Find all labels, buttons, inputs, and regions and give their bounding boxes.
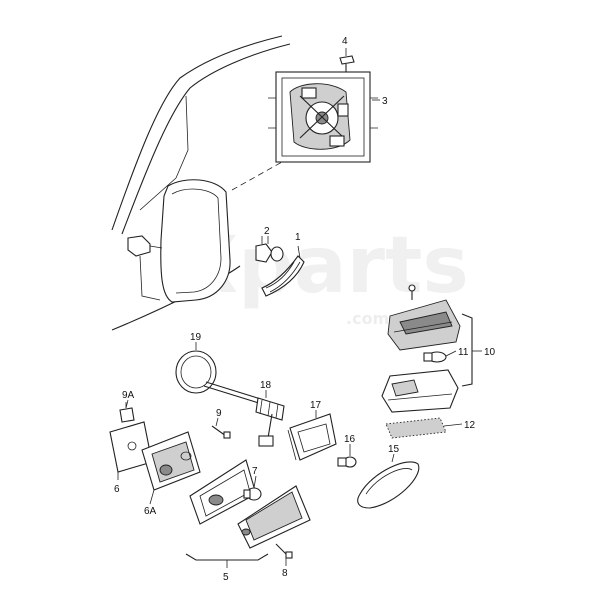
foam-gasket-part-12 [385,417,447,439]
callout-15: 15 [388,444,400,455]
callout-1: 1 [295,232,301,243]
callout-3: 3 [382,96,388,107]
callout-16: 16 [344,434,356,445]
grommet-part-19 [175,350,217,394]
callout-9a: 9A [122,390,135,401]
interior-light-housing [387,284,461,351]
callout-11: 11 [458,347,469,358]
interior-light-base [381,369,459,413]
screw-part-8 [275,543,293,559]
bulb-part-7 [243,487,262,501]
callout-10: 10 [484,347,496,358]
callout-17: 17 [310,400,322,411]
callout-9: 9 [216,408,222,419]
vehicle-body-outline [111,35,291,331]
group-bracket-5 [185,553,269,561]
screw-part-9 [211,425,231,439]
leader-mirror-glass [231,161,283,191]
watermark-suffix: .com [346,309,389,328]
housing-part-6a [141,431,201,491]
leader-lines [117,48,463,566]
screw-part-4 [339,55,355,72]
clip-part-9a [119,402,135,423]
callout-4: 4 [342,36,348,47]
side-marker-15 [357,461,420,509]
gasket-part-6 [109,421,153,473]
bracket-part-17 [287,413,337,461]
callout-8: 8 [282,568,288,579]
callout-7: 7 [252,466,258,477]
callout-2: 2 [264,226,270,237]
indicator-lens-part-1 [261,255,305,297]
lens-part-5 [237,485,311,549]
mirror-housing [127,179,231,303]
bulb-part-2 [255,236,284,263]
callout-6: 6 [114,484,120,495]
mirror-glass-assembly [268,71,378,163]
callout-19: 19 [190,332,202,343]
bulb-part-16 [337,456,357,468]
bulb-part-11 [423,351,447,363]
callout-6a: 6A [144,506,157,517]
wiring-part-18 [203,381,285,447]
callout-18: 18 [260,380,272,391]
callout-5: 5 [223,572,229,583]
callout-12: 12 [464,420,476,431]
